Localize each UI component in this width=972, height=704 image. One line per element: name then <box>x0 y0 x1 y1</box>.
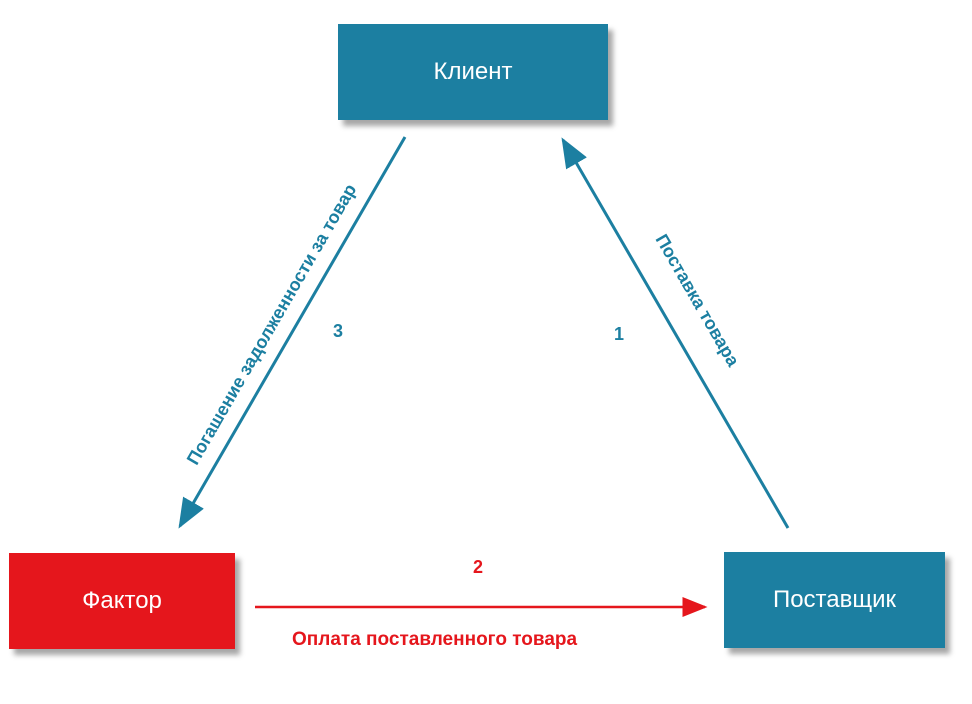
payment-label: Оплата поставленного товара <box>292 629 578 650</box>
step-2-number: 2 <box>473 557 484 577</box>
arrow-client-to-factor <box>178 136 407 529</box>
client-label: Клиент <box>433 58 513 85</box>
client-node: Клиент <box>338 24 608 120</box>
factor-node: Фактор <box>9 553 235 649</box>
step-3-number: 3 <box>333 321 344 341</box>
step-1-number: 1 <box>614 324 625 344</box>
supplier-label: Поставщик <box>772 586 897 613</box>
factor-label: Фактор <box>82 587 162 614</box>
supplier-node: Поставщик <box>724 552 945 648</box>
arrow-supplier-to-client <box>561 137 790 529</box>
